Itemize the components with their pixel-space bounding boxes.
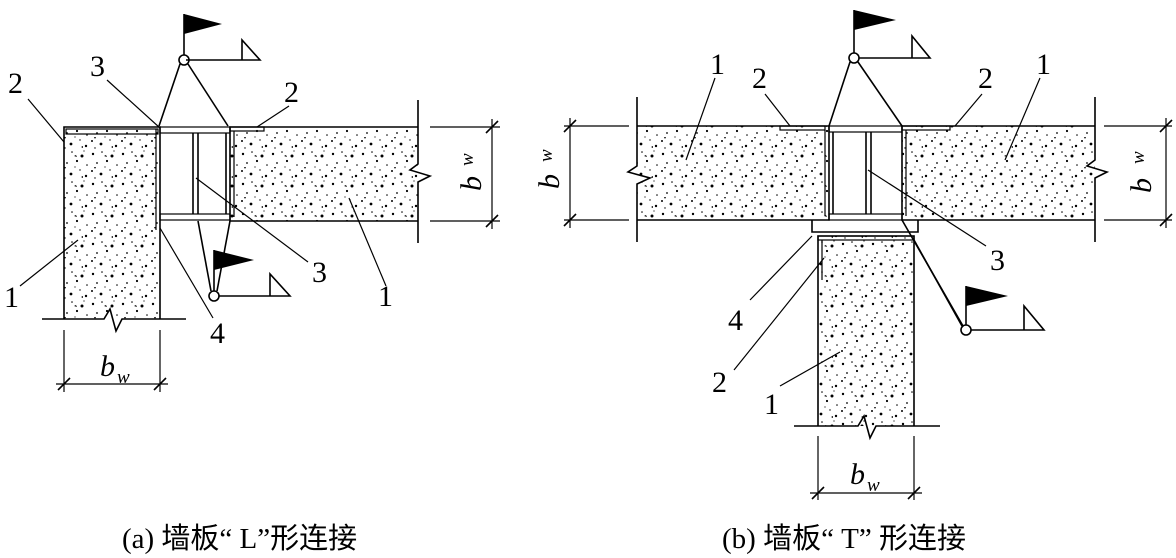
dimension-right: b w xyxy=(1104,118,1173,228)
break-line xyxy=(1085,97,1110,242)
weld-symbol-bottom xyxy=(901,219,1046,336)
right-wall-panel xyxy=(901,125,1095,221)
weld-symbol-top xyxy=(158,14,262,127)
label-2: 2 xyxy=(712,366,727,399)
label-1: 1 xyxy=(764,388,779,421)
dimension-horizontal: b w xyxy=(56,330,168,392)
label-2: 2 xyxy=(978,62,993,95)
dimension-label: b xyxy=(455,176,488,191)
label-2: 2 xyxy=(752,62,767,95)
label-2: 2 xyxy=(284,76,299,109)
figure-a: 2 3 2 1 3 1 4 b w b w (a) 墙板“ L”形连接 xyxy=(4,14,500,555)
label-1: 1 xyxy=(710,48,725,81)
label-1: 1 xyxy=(4,281,19,314)
dimension-label: b xyxy=(1125,178,1158,193)
break-line xyxy=(626,97,653,242)
vertical-wall-panel xyxy=(63,126,161,319)
dimension-label: b xyxy=(533,174,566,189)
label-3: 3 xyxy=(312,256,327,289)
figure-b: 1 2 2 1 3 4 2 1 b w b w xyxy=(533,10,1173,555)
label-2: 2 xyxy=(8,67,23,100)
break-line xyxy=(408,100,433,243)
dimension-subscript: w xyxy=(867,475,880,496)
dimension-label: b xyxy=(850,458,865,491)
weld-symbol-bottom xyxy=(197,220,292,302)
dimension-subscript: w xyxy=(457,153,478,166)
caption-b: (b) 墙板“ T” 形连接 xyxy=(722,522,966,555)
left-wall-panel xyxy=(637,125,830,221)
label-1: 1 xyxy=(1036,48,1051,81)
bottom-wall-panel xyxy=(817,235,915,426)
label-4: 4 xyxy=(728,304,743,337)
dimension-bottom: b w xyxy=(810,436,922,500)
weld-symbol-top xyxy=(828,10,932,127)
dimension-subscript: w xyxy=(117,367,130,388)
horizontal-wall-panel xyxy=(229,126,418,222)
dimension-label: b xyxy=(100,350,115,383)
label-3: 3 xyxy=(990,244,1005,277)
steel-connector xyxy=(159,126,231,221)
break-line xyxy=(42,306,186,334)
caption-a: (a) 墙板“ L”形连接 xyxy=(122,522,357,555)
label-1: 1 xyxy=(378,280,393,313)
dimension-vertical: b w xyxy=(430,119,500,229)
label-4: 4 xyxy=(210,317,225,350)
dimension-subscript: w xyxy=(536,149,557,162)
dimension-left: b w xyxy=(533,118,629,228)
break-line xyxy=(794,413,940,441)
steel-connector xyxy=(811,125,919,233)
label-3: 3 xyxy=(90,50,105,83)
dimension-subscript: w xyxy=(1128,151,1149,164)
